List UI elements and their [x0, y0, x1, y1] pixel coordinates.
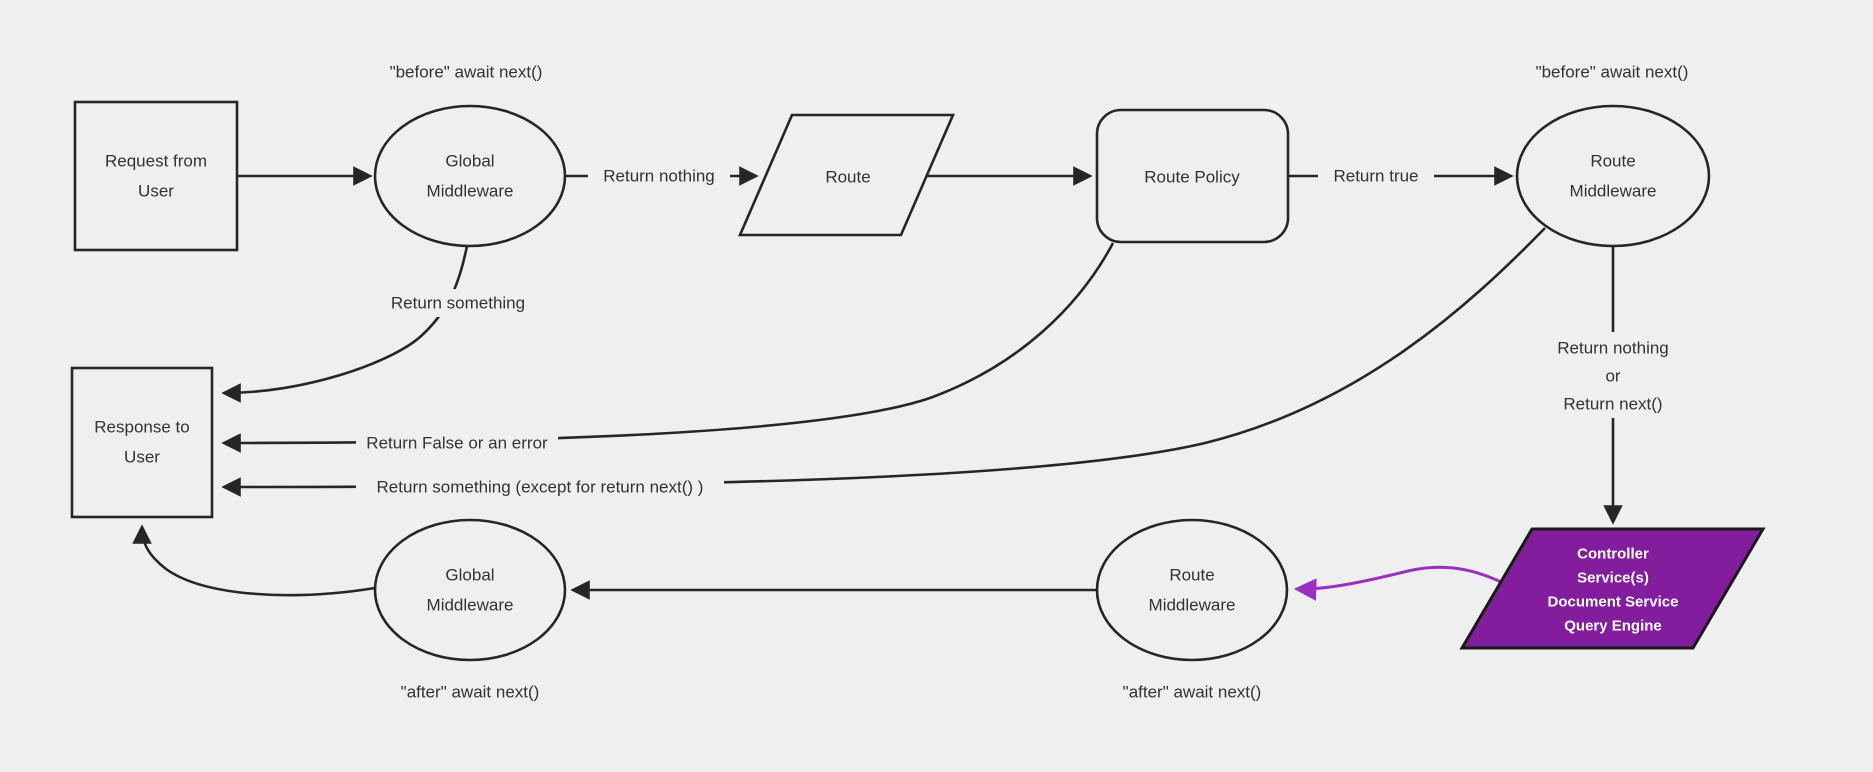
- rectangle-shape: [70, 366, 214, 519]
- node-label: Route: [1169, 566, 1214, 585]
- edge-label-text: Return nothing: [1557, 339, 1669, 358]
- edge-label-text: or: [1605, 367, 1620, 386]
- node-route: Route: [738, 113, 955, 237]
- edge-label-bg: [1528, 332, 1698, 418]
- node-route-middleware-bottom: Route Middleware: [1095, 518, 1289, 662]
- caption-before-await-global: "before" await next(): [390, 63, 543, 82]
- node-label: Route Policy: [1144, 168, 1240, 187]
- node-global-middleware-bottom: Global Middleware: [373, 518, 567, 662]
- ellipse-shape: [1515, 104, 1711, 248]
- edge-label-bg: [356, 429, 558, 457]
- node-label: Route: [1590, 152, 1635, 171]
- node-label: Middleware: [427, 182, 514, 201]
- edge-route-policy-to-response: [221, 242, 1115, 453]
- node-route-policy: Route Policy: [1095, 108, 1290, 244]
- edge-label-return-nothing: Return nothing: [588, 162, 730, 190]
- node-request-from-user: Request from User: [73, 100, 239, 252]
- edge-label-return-false: Return False or an error: [356, 429, 558, 457]
- node-route-middleware-top: Route Middleware: [1515, 104, 1711, 248]
- node-label: Middleware: [427, 596, 514, 615]
- edge-label-return-something: Return something: [378, 289, 538, 317]
- edge-label-text: Return something (except for return next…: [377, 478, 704, 497]
- node-controller-services: Controller Service(s) Document Service Q…: [1459, 527, 1766, 650]
- node-label: Global: [445, 152, 494, 171]
- edge-label-text: Return true: [1333, 167, 1418, 186]
- rounded-rectangle-shape: [1095, 108, 1290, 244]
- edge-controller-to-route-middleware-bottom: [1293, 565, 1504, 601]
- edge-label-bg: [378, 289, 538, 317]
- edge-label-bg: [356, 473, 724, 501]
- node-label: User: [138, 182, 174, 201]
- edge-label-text: Return False or an error: [366, 434, 548, 453]
- ellipse-shape: [373, 518, 567, 662]
- edge-label-return-something-except: Return something (except for return next…: [356, 473, 724, 501]
- caption-before-await-route: "before" await next(): [1536, 63, 1689, 82]
- ellipse-shape: [373, 104, 567, 248]
- node-label: Request from: [105, 152, 207, 171]
- caption-after-await-route: "after" await next(): [1123, 683, 1262, 702]
- node-global-middleware-top: Global Middleware: [373, 104, 567, 248]
- parallelogram-shape: [738, 113, 955, 237]
- node-label: Middleware: [1570, 182, 1657, 201]
- node-label: Controller: [1577, 546, 1649, 563]
- edge-label-bg: [1318, 162, 1434, 190]
- edge-label-text: Return next(): [1563, 395, 1662, 414]
- edge-global-middleware-bottom-to-response: [132, 524, 376, 597]
- node-label: Route: [825, 168, 870, 187]
- node-label: Global: [445, 566, 494, 585]
- edge-label-return-nothing-or-next: Return nothing or Return next(): [1528, 332, 1698, 418]
- node-label: Document Service: [1548, 594, 1679, 611]
- ellipse-shape: [1095, 518, 1289, 662]
- parallelogram-shape: [1459, 527, 1766, 650]
- edge-label-text: Return something: [391, 294, 525, 313]
- node-label: Service(s): [1577, 570, 1649, 587]
- edge-label-return-true: Return true: [1318, 162, 1434, 190]
- edge-label-bg: [588, 162, 730, 190]
- node-label: Query Engine: [1564, 618, 1662, 635]
- edge-global-middleware-to-response: [221, 245, 469, 403]
- caption-after-await-global: "after" await next(): [401, 683, 540, 702]
- node-label: User: [124, 448, 160, 467]
- node-label: Middleware: [1149, 596, 1236, 615]
- node-response-to-user: Response to User: [70, 366, 214, 519]
- rectangle-shape: [73, 100, 239, 252]
- node-label: Response to: [94, 418, 189, 437]
- edge-label-text: Return nothing: [603, 167, 715, 186]
